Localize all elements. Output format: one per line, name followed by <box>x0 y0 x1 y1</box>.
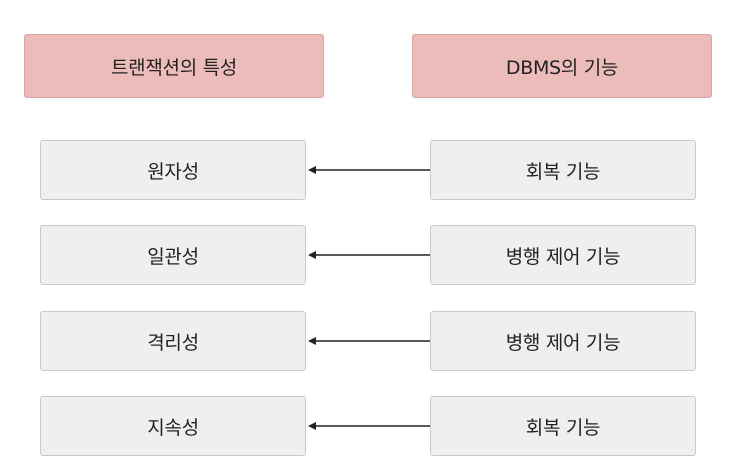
function-label: 회복 기능 <box>525 160 601 183</box>
function-label: 병행 제어 기능 <box>505 245 621 268</box>
header-left-label: 트랜잭션의 특성 <box>110 56 237 79</box>
property-box-consistency: 일관성 <box>40 225 306 285</box>
header-dbms-functions: DBMS의 기능 <box>412 34 712 98</box>
property-box-atomicity: 원자성 <box>40 140 306 200</box>
function-box-concurrency-control: 병행 제어 기능 <box>430 225 696 285</box>
property-box-durability: 지속성 <box>40 396 306 456</box>
property-label: 지속성 <box>147 416 199 439</box>
function-box-recovery: 회복 기능 <box>430 140 696 200</box>
header-transaction-properties: 트랜잭션의 특성 <box>24 34 324 98</box>
property-label: 원자성 <box>147 160 199 183</box>
function-box-recovery: 회복 기능 <box>430 396 696 456</box>
header-right-label: DBMS의 기능 <box>505 56 619 79</box>
function-label: 병행 제어 기능 <box>505 331 621 354</box>
property-label: 일관성 <box>147 245 199 268</box>
property-box-isolation: 격리성 <box>40 311 306 371</box>
function-label: 회복 기능 <box>525 416 601 439</box>
function-box-concurrency-control: 병행 제어 기능 <box>430 311 696 371</box>
property-label: 격리성 <box>147 331 199 354</box>
